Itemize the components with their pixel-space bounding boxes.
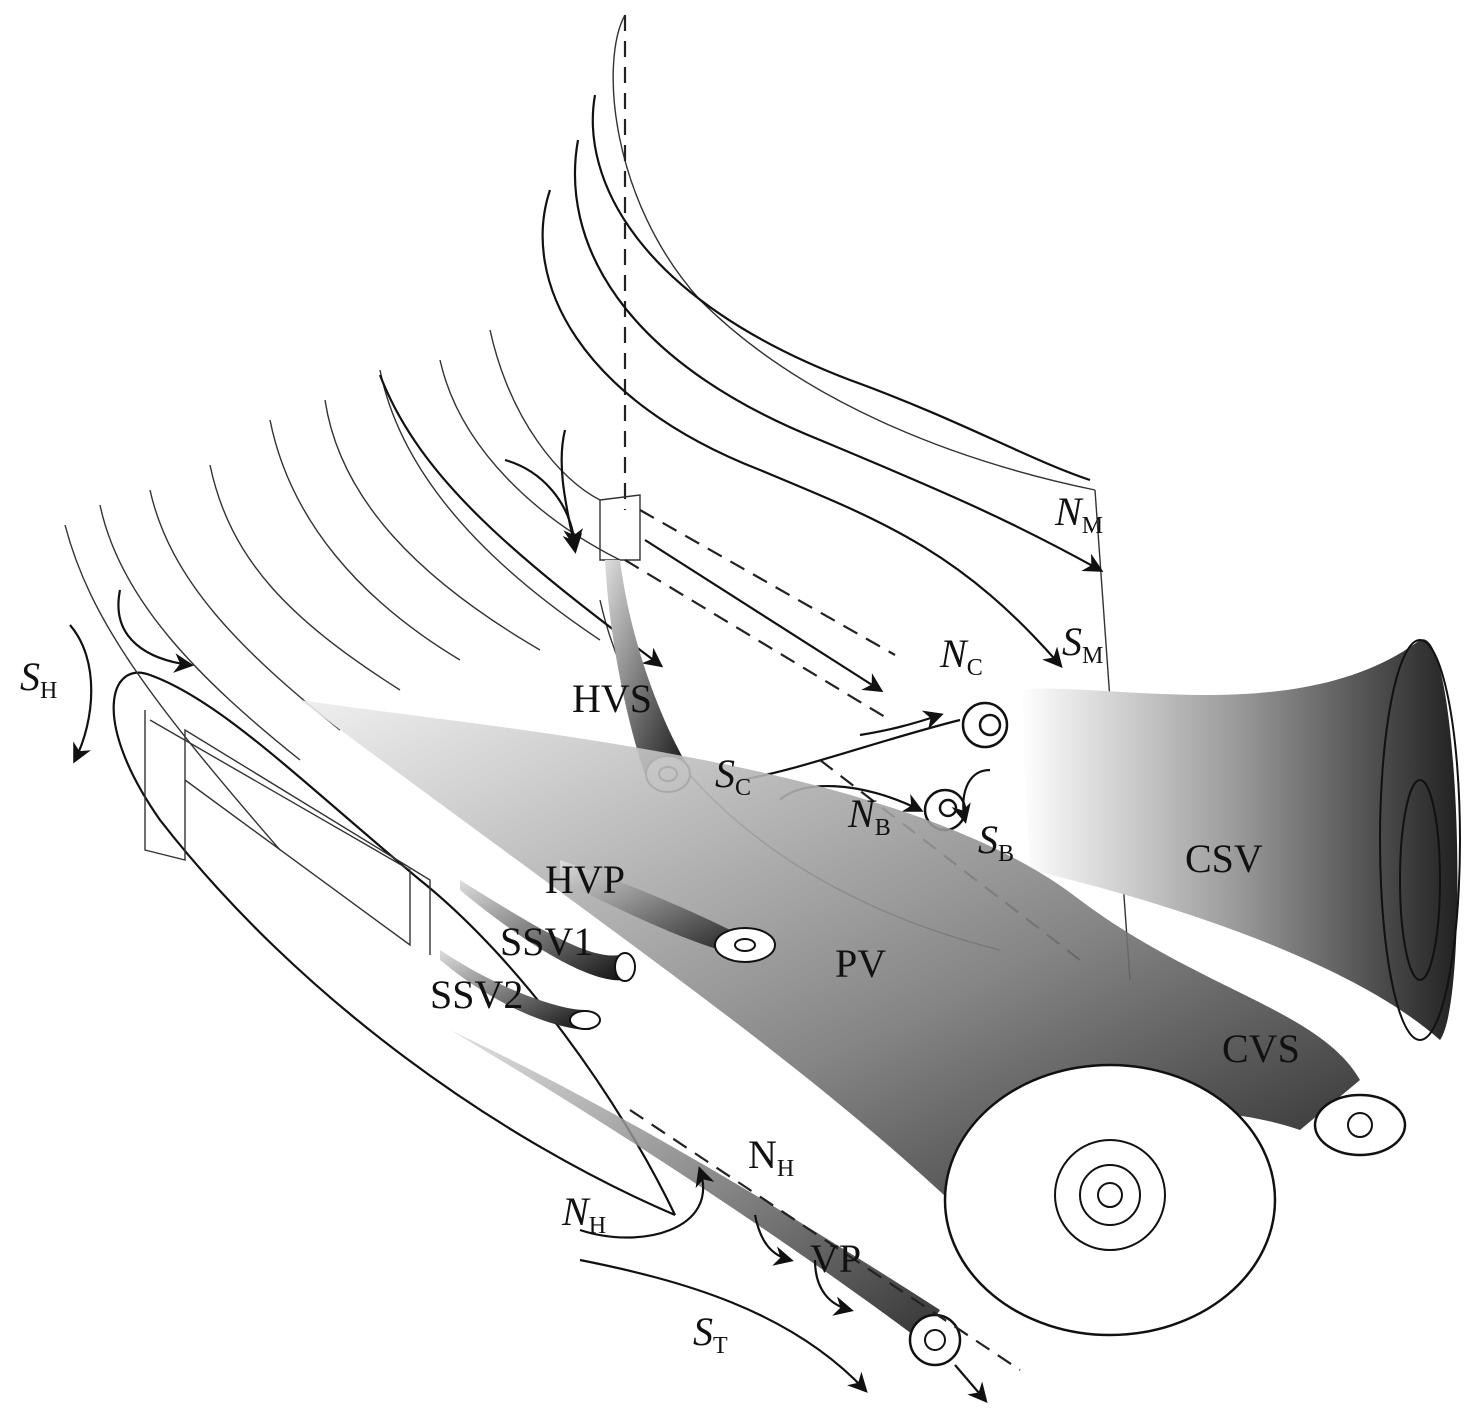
hub-blade-profile: [112, 671, 676, 1217]
ssv2-vortex-tube: [440, 950, 590, 1030]
labels: SH HVS NM SM NC SC NB SB CSV HVP SSV1 SS…: [20, 489, 1300, 1359]
hvp-vortex-tube: [560, 860, 760, 960]
vp-vortex-tube: [450, 1030, 940, 1340]
csv-vortex-tube: [1020, 639, 1458, 1040]
label-sc: SC: [715, 751, 751, 801]
ssv1-vortex-tube: [460, 880, 625, 981]
label-nb: NB: [847, 791, 891, 841]
label-nh-roman: NH: [748, 1132, 794, 1182]
hvs-vortex-tube: [605, 560, 690, 775]
label-cvs: CVS: [1222, 1026, 1300, 1071]
label-nh-italic: NH: [561, 1189, 606, 1239]
label-pv: PV: [835, 941, 886, 986]
cvs-spiral-icon: [1313, 1093, 1407, 1157]
label-nc: NC: [939, 631, 983, 681]
pv-spiral-icon: [943, 1063, 1277, 1337]
label-ssv1: SSV1: [500, 919, 593, 964]
label-hvp: HVP: [545, 857, 625, 902]
label-hvs: HVS: [572, 676, 652, 721]
label-st: ST: [693, 1309, 728, 1359]
label-sh: SH: [20, 654, 57, 704]
label-csv: CSV: [1185, 836, 1263, 881]
label-vp: VP: [810, 1236, 861, 1281]
vp-spiral-icon: [908, 1313, 962, 1367]
label-ssv2: SSV2: [430, 972, 523, 1017]
label-sb: SB: [978, 817, 1014, 867]
label-nm: NM: [1054, 489, 1103, 539]
streamlines: [64, 94, 1104, 851]
label-sm: SM: [1062, 619, 1103, 669]
